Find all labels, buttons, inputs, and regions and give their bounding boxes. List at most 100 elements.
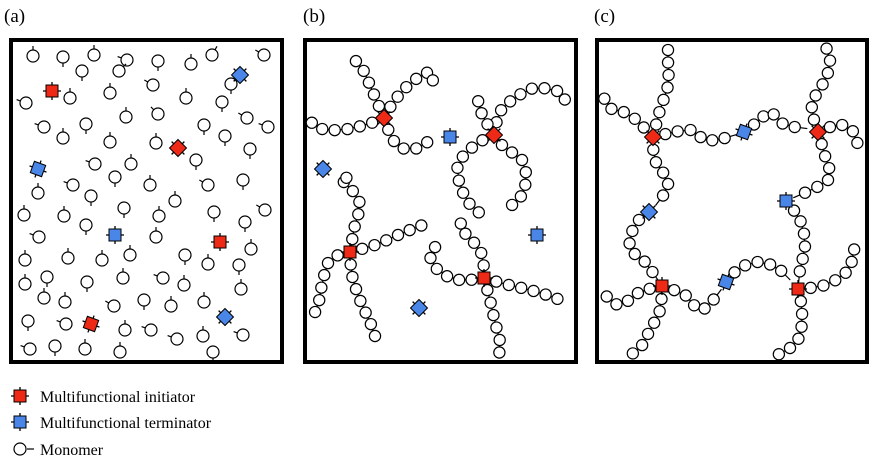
monomer-icon — [687, 299, 701, 312]
terminator-icon — [29, 160, 47, 178]
monomer-icon — [815, 137, 828, 151]
monomer-icon — [456, 186, 470, 199]
monomer-icon — [707, 293, 720, 306]
polymer-chain — [383, 66, 440, 119]
legend: Multifunctional initiator Multifunctiona… — [11, 387, 212, 459]
monomer-icon — [452, 174, 466, 187]
terminator-symbol-icon — [11, 413, 29, 431]
initiator-icon — [808, 122, 828, 142]
polymer-chain — [337, 171, 366, 253]
monomer-icon — [20, 342, 37, 356]
monomer-icon — [738, 259, 752, 272]
polymer-chain — [772, 288, 809, 361]
polymer-chain — [454, 217, 490, 279]
monomer-icon — [454, 217, 467, 230]
panel-a: (a) — [4, 6, 284, 364]
monomer-icon — [623, 237, 636, 250]
monomer-icon — [236, 173, 250, 190]
monomer-icon — [514, 88, 527, 101]
monomer-icon — [244, 239, 258, 256]
monomer-icon — [348, 220, 361, 233]
monomer-icon — [519, 165, 532, 179]
monomer-icon — [490, 275, 503, 288]
monomer-icon — [798, 240, 812, 253]
monomer-icon — [426, 74, 440, 87]
monomer-icon — [472, 206, 485, 219]
monomer-icon — [197, 292, 211, 309]
monomer-icon — [75, 64, 89, 81]
polymer-chain — [652, 123, 738, 147]
monomer-icon — [40, 270, 54, 287]
monomer-icon — [354, 294, 367, 308]
polymer-chain — [471, 95, 495, 136]
monomer-icon — [85, 157, 102, 171]
panel-b-species — [305, 54, 571, 359]
monomer-icon — [787, 204, 801, 217]
monomer-icon — [628, 247, 641, 261]
terminator-icon — [639, 202, 659, 222]
monomer-icon — [440, 270, 454, 283]
monomer-icon — [16, 96, 33, 110]
monomer-icon — [467, 236, 481, 249]
monomer-icon — [795, 320, 808, 333]
initiator-icon — [82, 315, 100, 333]
monomer-icon — [647, 316, 661, 329]
legend-label-initiator: Multifunctional initiator — [40, 389, 196, 406]
monomer-icon — [452, 273, 466, 287]
monomer-icon — [177, 275, 191, 292]
monomer-icon — [816, 78, 829, 91]
terminator-icon — [11, 413, 29, 431]
monomer-icon — [79, 117, 93, 134]
monomer-icon — [794, 295, 808, 308]
monomer-icon — [189, 153, 203, 170]
monomer-icon — [149, 227, 163, 244]
monomer-icon — [839, 266, 852, 279]
initiator-icon — [653, 277, 671, 295]
monomer-icon — [105, 299, 121, 313]
monomer-icon — [822, 161, 836, 175]
monomer-icon — [706, 134, 719, 147]
polymer-chain — [382, 117, 434, 155]
monomer-icon — [164, 296, 178, 313]
monomer-icon — [352, 208, 365, 221]
polymer-chain — [598, 92, 654, 138]
monomer-icon — [481, 118, 494, 131]
monomer-icon — [632, 213, 646, 227]
monomer-icon — [256, 203, 272, 217]
monomer-icon — [430, 262, 444, 276]
monomer-icon — [56, 317, 73, 331]
monomer-icon — [605, 102, 618, 116]
polymer-chain — [600, 282, 663, 311]
polymer-chain — [647, 136, 675, 206]
monomer-icon — [384, 100, 397, 114]
monomer-icon — [346, 232, 359, 246]
initiator-icon — [374, 108, 394, 128]
monomer-icon — [788, 120, 801, 134]
monomer-icon — [610, 298, 623, 311]
monomer-icon — [372, 99, 386, 113]
monomer-icon — [391, 90, 404, 103]
monomer-icon — [823, 120, 837, 134]
monomer-icon — [26, 46, 40, 63]
monomer-icon — [218, 129, 232, 146]
monomer-icon — [807, 113, 821, 126]
polymer-chain — [483, 275, 564, 306]
monomer-icon — [21, 314, 35, 331]
monomer-icon — [168, 191, 182, 208]
monomer-icon — [80, 275, 94, 292]
monomer-icon — [321, 256, 335, 270]
monomer-icon — [197, 118, 211, 135]
monomer-icon — [215, 95, 229, 112]
monomer-icon — [456, 150, 470, 163]
terminator-icon — [215, 307, 235, 327]
monomer-icon — [821, 66, 835, 80]
monomer-icon — [48, 339, 62, 356]
monomer-icon — [818, 150, 832, 163]
monomer-icon — [805, 101, 819, 114]
monomer-icon — [641, 327, 655, 341]
panel-c-species — [598, 42, 864, 361]
monomer-icon — [459, 227, 472, 240]
monomer-icon — [600, 290, 613, 303]
initiator-icon — [341, 243, 359, 261]
